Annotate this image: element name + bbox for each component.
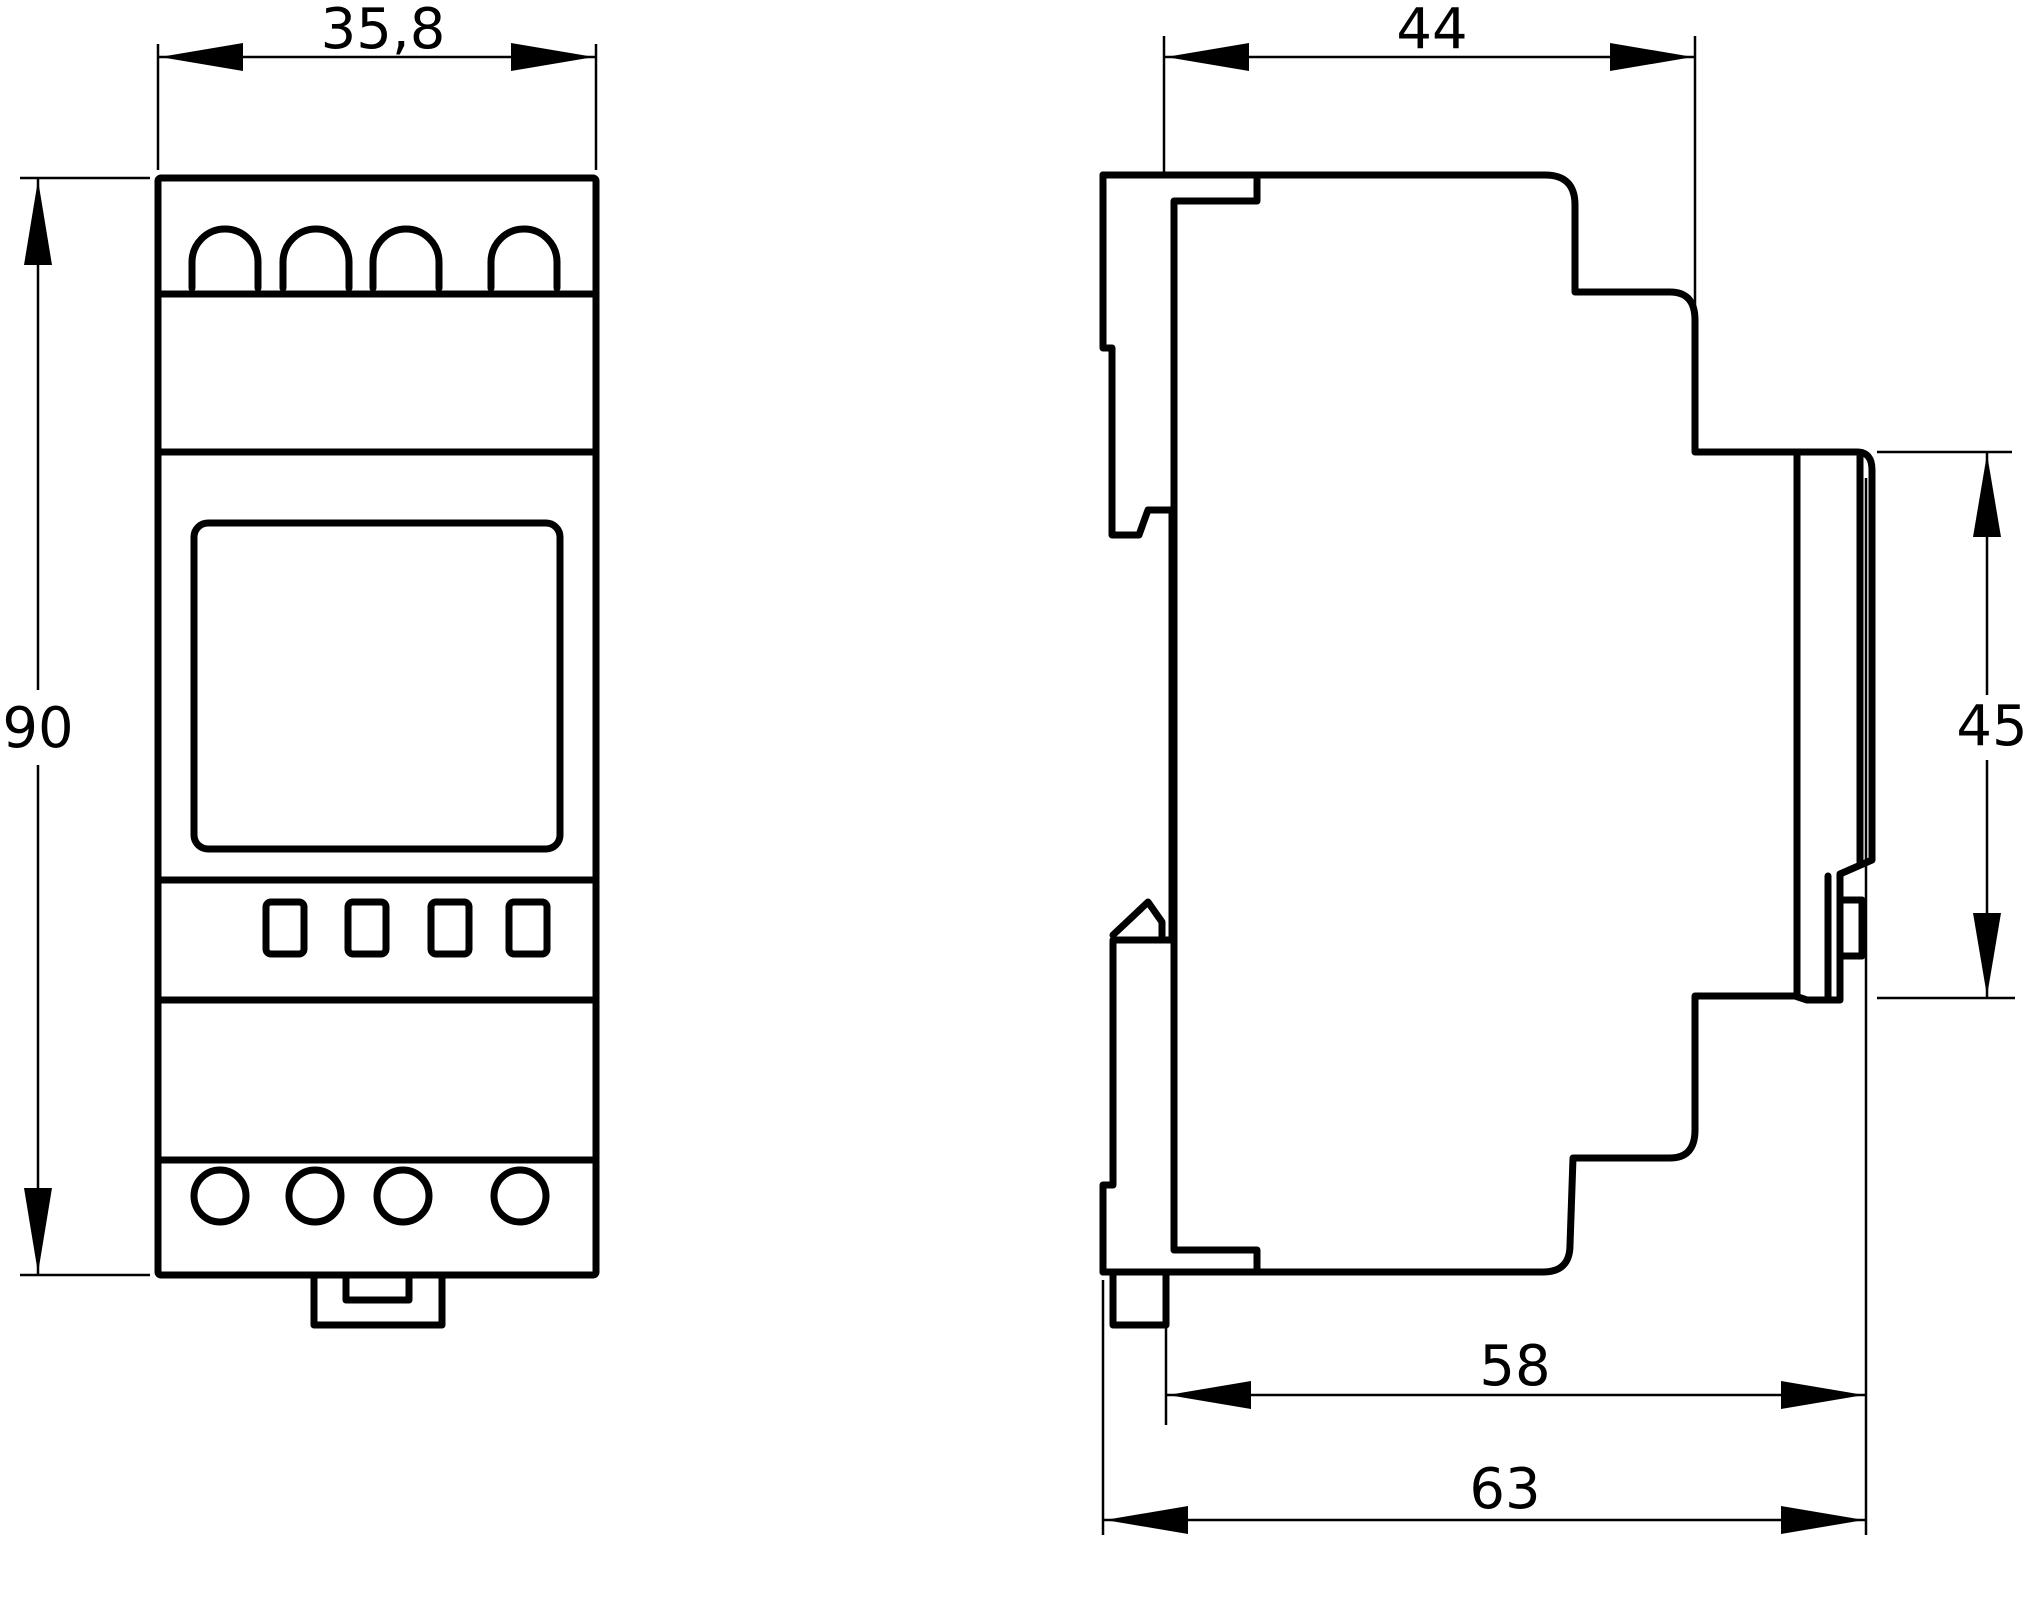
front-housing-outline <box>154 174 600 1279</box>
side-rail-latch-box <box>1836 896 1866 960</box>
top-terminal-3 <box>369 225 443 292</box>
side-overall-depth-dimension: 63 <box>1101 1280 1866 1535</box>
top-terminal-1 <box>188 225 262 292</box>
side-front-wedge <box>1109 898 1166 944</box>
arrowhead-right <box>1610 43 1693 71</box>
arrowhead-right <box>1781 1381 1864 1409</box>
side-rail-height-label: 45 <box>1956 694 2026 759</box>
side-overall-depth-label: 63 <box>1469 1457 1540 1522</box>
side-top-clip <box>1099 171 1176 539</box>
arrowhead-down <box>24 1188 52 1273</box>
front-din-clip-inner <box>342 1271 413 1304</box>
front-button-1 <box>262 898 308 958</box>
top-terminal-2 <box>279 225 353 292</box>
front-height-dimension: 90 <box>2 176 150 1277</box>
side-depth-dimension: 58 <box>1164 478 1868 1535</box>
front-button-3 <box>427 898 473 958</box>
arrowhead-right <box>1781 1506 1864 1534</box>
bottom-terminal-1 <box>190 1166 250 1226</box>
arrowhead-left <box>1168 1381 1251 1409</box>
side-depth-top-label: 44 <box>1396 0 1467 62</box>
arrowhead-up <box>1973 454 2001 537</box>
front-height-label: 90 <box>2 696 73 761</box>
front-width-label: 35,8 <box>321 0 446 62</box>
arrowhead-up <box>24 180 52 265</box>
bottom-terminal-3 <box>373 1166 433 1226</box>
front-button-4 <box>505 898 551 958</box>
side-inner-frame <box>1170 174 1261 1276</box>
side-depth-label: 58 <box>1479 1334 1550 1399</box>
front-din-clip <box>310 1271 446 1329</box>
arrowhead-left <box>1105 1506 1188 1534</box>
bottom-terminal-2 <box>285 1166 345 1226</box>
arrowhead-down <box>1973 913 2001 996</box>
side-bottom-clip <box>1099 936 1176 1276</box>
side-depth-top-dimension: 44 <box>1162 0 1697 328</box>
front-view <box>154 174 600 1329</box>
arrowhead-left <box>1166 43 1249 71</box>
side-view <box>1099 171 1876 1329</box>
side-body-outline <box>1099 171 1876 1276</box>
side-rail-height-dimension: 45 <box>1877 450 2026 1000</box>
arrowhead-right <box>511 43 594 71</box>
bottom-terminal-4 <box>490 1166 550 1226</box>
front-button-2 <box>344 898 390 958</box>
side-din-clip <box>1109 1268 1170 1329</box>
top-terminal-4 <box>487 225 561 292</box>
arrowhead-left <box>160 43 243 71</box>
display-window <box>190 519 564 853</box>
front-width-dimension: 35,8 <box>156 0 598 170</box>
